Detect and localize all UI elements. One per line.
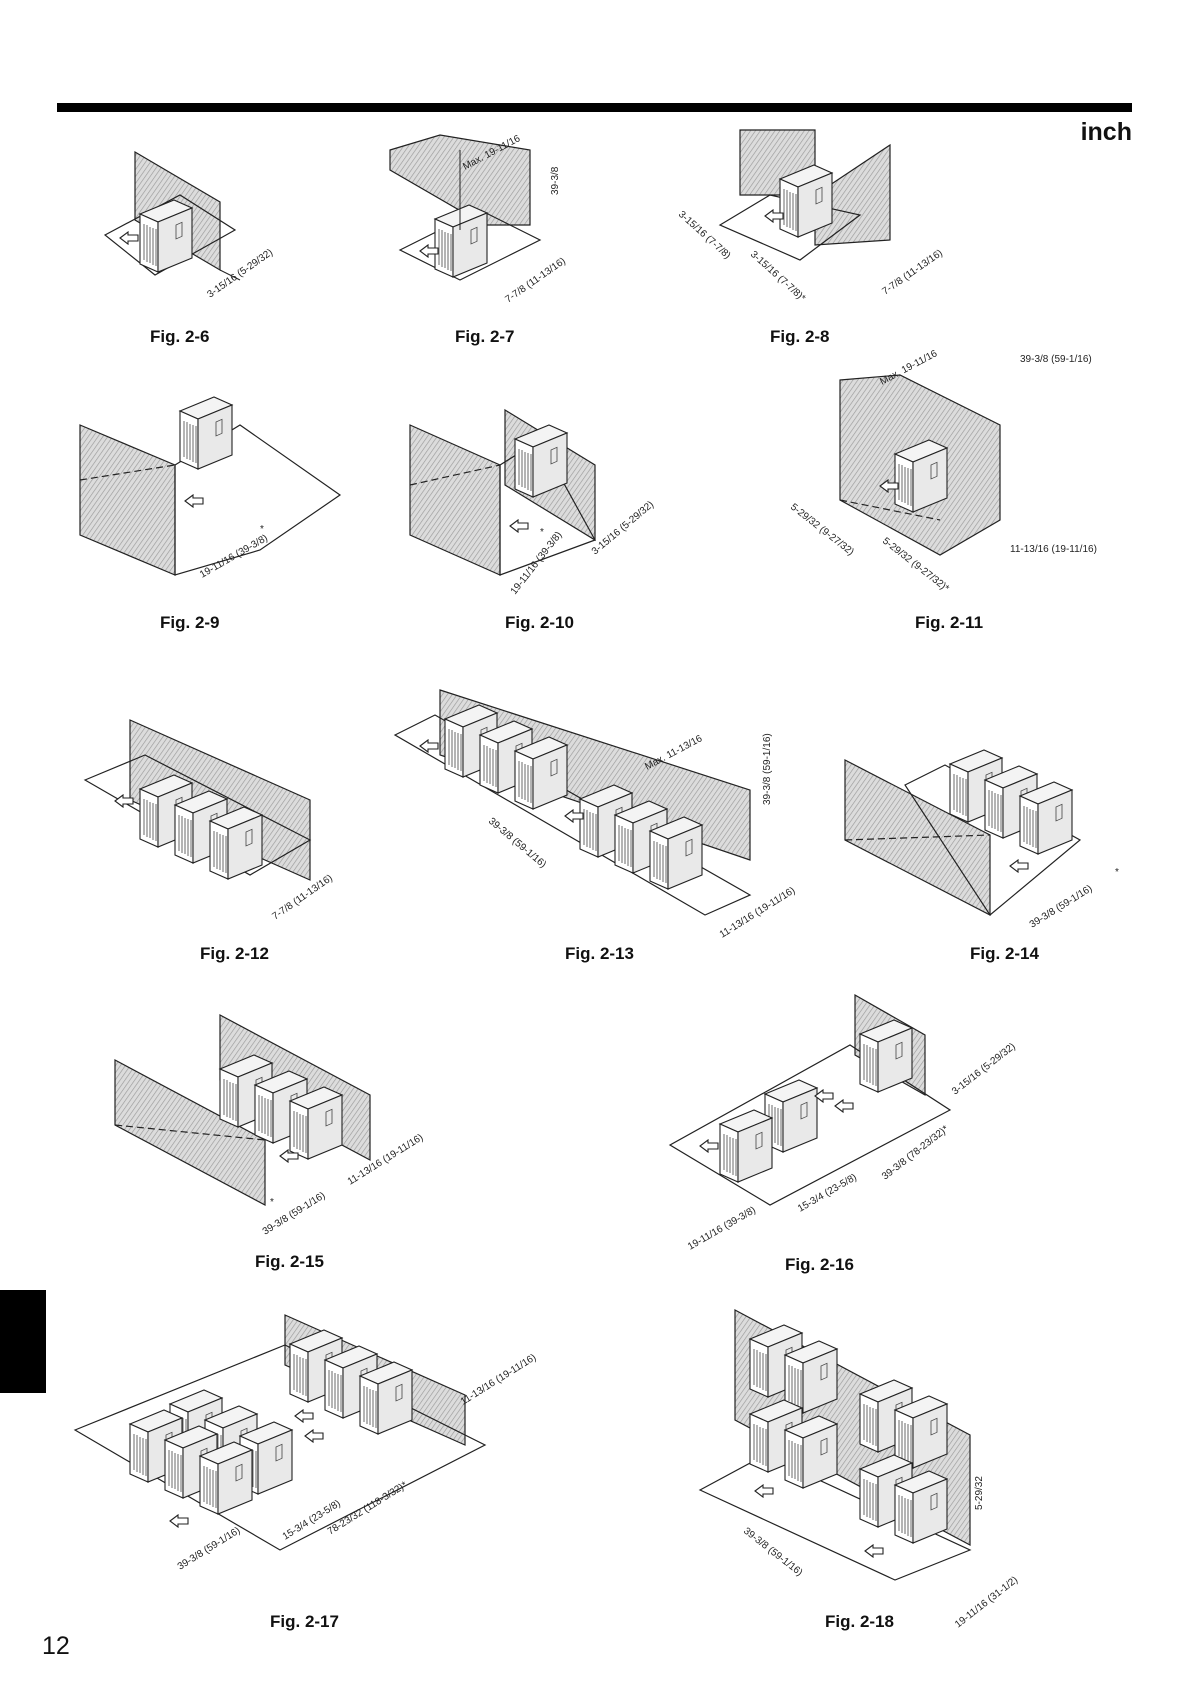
- dim-label-2-9: 19-11/16 (39-3/8) *: [198, 524, 270, 581]
- caption-fig-2-8: Fig. 2-8: [770, 327, 830, 346]
- caption-fig-2-15: Fig. 2-15: [255, 1252, 324, 1271]
- dim-2-11-b: 39-3/8 (59-1/16): [1020, 354, 1092, 365]
- diagram-2-16: [668, 993, 952, 1206]
- dim-2-17-a: 11-13/16 (19-11/16): [459, 1352, 539, 1407]
- dim-label-2-11-bottom: 5-29/32 (9-27/32) 5-29/32 (9-27/32)* 11-…: [788, 502, 1097, 595]
- diagram-2-11: [839, 374, 1001, 556]
- caption-fig-2-17: Fig. 2-17: [270, 1612, 339, 1631]
- dim-label-2-11-top: Max. 19-11/16 39-3/8 (59-1/16): [878, 348, 1092, 388]
- dim-2-16-b: 39-3/8 (78-23/32)*: [880, 1124, 951, 1183]
- dim-label-2-18-vertical: 5-29/32: [974, 1476, 985, 1510]
- diagram-2-15: [114, 1014, 371, 1206]
- dim-2-13-b: 39-3/8 (59-1/16): [762, 733, 773, 805]
- caption-fig-2-10: Fig. 2-10: [505, 613, 574, 632]
- dim-2-13-d: 11-13/16 (19-11/16): [718, 885, 798, 940]
- dim-label-2-10: 19-11/16 (39-3/8) 3-15/16 (5-29/32) *: [509, 499, 656, 597]
- dim-2-8-b: 3-15/16 (7-7/8)*: [748, 249, 807, 304]
- caption-fig-2-6: Fig. 2-6: [150, 327, 210, 346]
- dim-2-18-b: 39-3/8 (59-1/16): [741, 1526, 804, 1579]
- dim-2-10-b: 3-15/16 (5-29/32): [590, 499, 656, 557]
- header-rule: [57, 103, 1132, 112]
- dim-2-14-b: *: [1115, 867, 1119, 878]
- caption-fig-2-11: Fig. 2-11: [915, 613, 984, 632]
- dim-label-2-7-bottom: 7-7/8 (11-13/16): [503, 256, 567, 306]
- dim-2-16-a: 3-15/16 (5-29/32): [950, 1041, 1018, 1097]
- dim-2-15-b: 11-13/16 (19-11/16): [346, 1132, 426, 1187]
- caption-fig-2-12: Fig. 2-12: [200, 944, 269, 963]
- diagram-2-12: [83, 719, 312, 881]
- dim-2-9-b: *: [260, 524, 264, 535]
- dim-label-2-6: 3-15/16 (5-29/32): [205, 247, 275, 300]
- dim-2-11-d: 5-29/32 (9-27/32)*: [880, 536, 951, 595]
- dim-2-7-a: Max. 19-11/16: [461, 133, 522, 173]
- dim-2-11-c: 5-29/32 (9-27/32): [788, 502, 856, 558]
- dim-2-11-a: Max. 19-11/16: [878, 348, 939, 388]
- diagram-2-10: [409, 408, 596, 576]
- dim-2-15-c: *: [270, 1197, 274, 1208]
- diagram-2-8: [718, 129, 891, 261]
- dim-2-8-c: 7-7/8 (11-13/16): [880, 248, 944, 298]
- dim-2-17-d: 39-3/8 (59-1/16): [176, 1525, 243, 1572]
- dim-label-2-15: 39-3/8 (59-1/16) 11-13/16 (19-11/16) *: [261, 1132, 426, 1237]
- diagram-2-7: [389, 134, 542, 281]
- section-tab: [0, 1290, 46, 1393]
- caption-fig-2-13: Fig. 2-13: [565, 944, 634, 963]
- diagram-2-18: [698, 1309, 972, 1581]
- dim-label-2-16-left: 19-11/16 (39-3/8) 15-3/4 (23-5/8): [686, 1172, 859, 1253]
- caption-fig-2-9: Fig. 2-9: [160, 613, 220, 632]
- unit-label: inch: [1080, 118, 1132, 146]
- dim-2-7-c: 7-7/8 (11-13/16): [503, 256, 567, 306]
- dim-2-8-a: 3-15/16 (7-7/8): [676, 209, 733, 261]
- dim-label-2-17-right: 11-13/16 (19-11/16): [459, 1352, 539, 1407]
- diagram-2-9: [79, 396, 342, 576]
- dim-2-12-a: 7-7/8 (11-13/16): [270, 873, 334, 923]
- dim-2-18-a: 5-29/32: [974, 1476, 985, 1510]
- dim-2-10-c: *: [540, 527, 544, 538]
- caption-fig-2-14: Fig. 2-14: [970, 944, 1039, 963]
- dim-2-16-c: 15-3/4 (23-5/8): [796, 1172, 859, 1215]
- dim-2-14-a: 39-3/8 (59-1/16): [1028, 883, 1095, 930]
- dim-label-2-17-bottom: 78-23/32 (118-3/32)* 15-3/4 (23-5/8) 39-…: [176, 1480, 410, 1573]
- dim-label-2-12: 7-7/8 (11-13/16): [270, 873, 334, 923]
- dim-label-2-14: 39-3/8 (59-1/16) *: [1028, 867, 1119, 931]
- dim-2-18-c: 19-11/16 (31-1/2): [953, 1575, 1020, 1631]
- dim-2-10-a: 19-11/16 (39-3/8): [509, 530, 565, 597]
- dim-label-2-7-top: Max. 19-11/16 39-3/8: [461, 133, 561, 195]
- dim-2-16-d: 19-11/16 (39-3/8): [686, 1205, 758, 1253]
- page-number: 12: [42, 1632, 70, 1660]
- dim-label-2-16-right: 3-15/16 (5-29/32) 39-3/8 (78-23/32)*: [880, 1041, 1018, 1183]
- dim-label-2-13-top: Max. 11-13/16 39-3/8 (59-1/16): [643, 733, 773, 805]
- dim-label-2-18-right: 19-11/16 (31-1/2): [953, 1575, 1020, 1631]
- dim-2-7-b: 39-3/8: [550, 166, 561, 195]
- dim-2-11-e: 11-13/16 (19-11/16): [1010, 544, 1097, 555]
- dim-label-2-13-right: 11-13/16 (19-11/16): [718, 885, 798, 940]
- dim-2-13-c: 39-3/8 (59-1/16): [486, 816, 548, 871]
- dim-2-9-a: 19-11/16 (39-3/8): [198, 533, 270, 581]
- dim-label-2-8: 3-15/16 (7-7/8) 3-15/16 (7-7/8)* 7-7/8 (…: [676, 209, 945, 304]
- diagram-2-17: [73, 1314, 487, 1551]
- dim-label-2-13-mid: 39-3/8 (59-1/16): [486, 816, 548, 871]
- dim-label-2-18-left: 39-3/8 (59-1/16): [741, 1526, 804, 1579]
- diagram-2-13: [393, 689, 752, 916]
- caption-fig-2-7: Fig. 2-7: [455, 327, 515, 346]
- diagram-2-6: [103, 150, 241, 281]
- diagram-2-14: [844, 749, 1082, 916]
- dim-2-6-a: 3-15/16 (5-29/32): [205, 247, 275, 300]
- caption-fig-2-18: Fig. 2-18: [825, 1612, 894, 1631]
- dim-2-13-a: Max. 11-13/16: [643, 733, 704, 773]
- caption-fig-2-16: Fig. 2-16: [785, 1255, 854, 1274]
